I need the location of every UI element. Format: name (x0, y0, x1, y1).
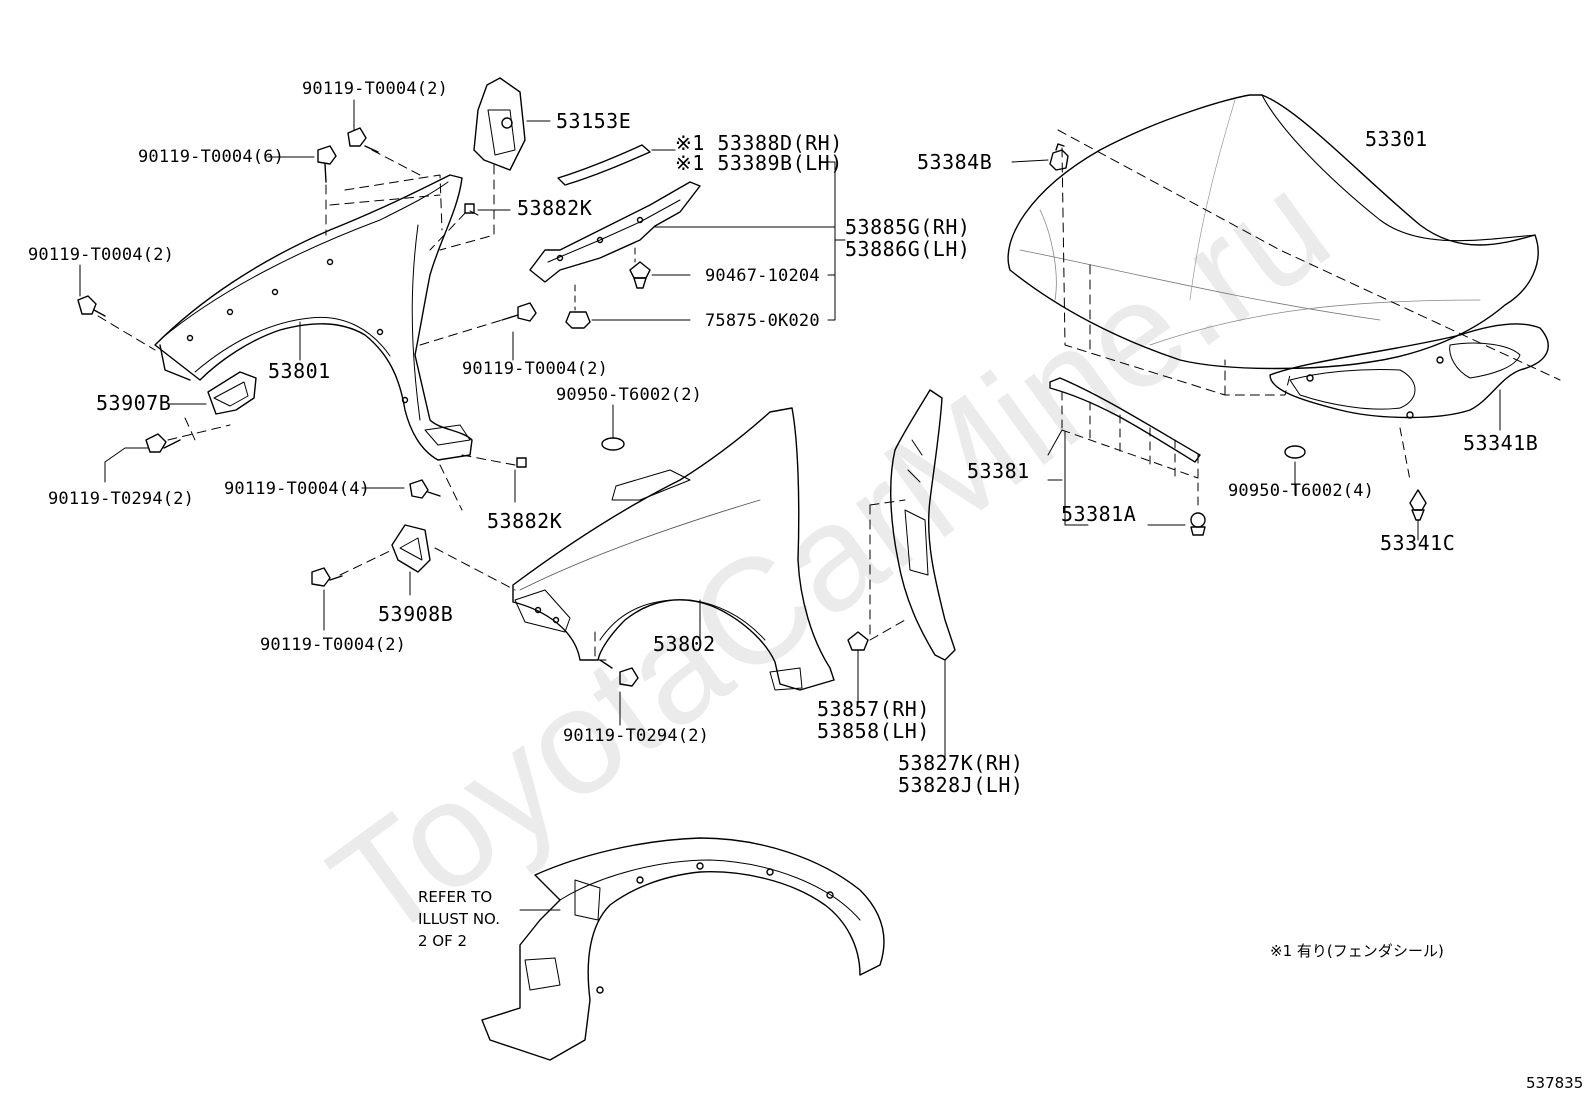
clip-53857[interactable] (847, 631, 869, 651)
part-label[interactable]: 53341C (1380, 531, 1456, 555)
part-label[interactable]: 53381 (967, 459, 1030, 483)
part-label[interactable]: 53153E (556, 109, 632, 133)
clip-square-icon (516, 457, 527, 468)
part-label[interactable]: 90119-T0004(2) (302, 79, 449, 99)
hood-panel[interactable] (1007, 94, 1539, 370)
part-label[interactable]: 53802 (653, 632, 716, 656)
bracket-53908b[interactable] (391, 524, 431, 573)
hood-cushion-53384b[interactable] (1049, 143, 1069, 171)
part-label[interactable]: 53885G(RH) (845, 215, 971, 239)
part-label[interactable]: 90119-T0294(2) (48, 489, 195, 509)
part-label[interactable]: 53907B (96, 391, 172, 415)
part-label[interactable]: 53801 (268, 359, 331, 383)
part-label[interactable]: 53882K (487, 509, 563, 533)
part-label[interactable]: ※1 53389B(LH) (675, 151, 843, 175)
bolt-icon[interactable] (145, 433, 181, 453)
bolt-icon[interactable] (311, 567, 343, 587)
fender-53801[interactable] (154, 174, 473, 461)
bolt-icon[interactable] (317, 145, 337, 183)
clip-75875[interactable] (565, 311, 591, 329)
part-label[interactable]: 53341B (1463, 431, 1539, 455)
clip-square-icon (464, 203, 475, 214)
part-label[interactable]: 75875-0K020 (705, 311, 820, 331)
part-label[interactable]: 90950-T6002(4) (1228, 481, 1375, 501)
bolt-icon[interactable] (347, 127, 379, 153)
refer-note-line: 2 OF 2 (418, 932, 468, 950)
grommet-icon (1284, 445, 1306, 459)
grommet-icon (601, 437, 625, 451)
part-label[interactable]: 90467-10204 (705, 266, 820, 286)
bolt-icon[interactable] (409, 479, 441, 499)
part-label[interactable]: 53886G(LH) (845, 237, 971, 261)
part-label[interactable]: 53908B (378, 602, 454, 626)
part-label[interactable]: 53301 (1365, 127, 1428, 151)
diagram-id: 537835 (1526, 1074, 1584, 1092)
clip-53341c[interactable] (1409, 489, 1427, 521)
seal-53827k[interactable] (890, 389, 956, 661)
part-label[interactable]: 53882K (517, 196, 593, 220)
bolt-icon[interactable] (77, 295, 106, 317)
footnote: ※1 有り(フェンダシール) (1270, 942, 1444, 960)
fender-liner[interactable] (481, 837, 885, 1061)
part-label[interactable]: 90119-T0294(2) (563, 726, 710, 746)
clip-90467[interactable] (629, 261, 651, 289)
part-label[interactable]: 53381A (1061, 502, 1137, 526)
part-label[interactable]: 53858(LH) (817, 719, 930, 743)
part-label[interactable]: 53857(RH) (817, 697, 930, 721)
part-label[interactable]: ※1 53388D(RH) (675, 131, 843, 155)
bolt-icon[interactable] (501, 302, 537, 322)
bracket-53885g[interactable] (529, 181, 701, 283)
part-label[interactable]: 53828J(LH) (898, 773, 1024, 797)
hood-guide-lines (1057, 129, 1561, 396)
part-label[interactable]: 90950-T6002(2) (556, 385, 703, 405)
seal-53388d[interactable] (557, 144, 651, 186)
part-label[interactable]: 90119-T0004(2) (462, 359, 609, 379)
bolt-icon[interactable] (599, 659, 639, 687)
hood-insulator[interactable] (1269, 323, 1549, 419)
part-label[interactable]: 90119-T0004(2) (28, 245, 175, 265)
bracket-53907b[interactable] (207, 371, 257, 415)
refer-note-line: ILLUST NO. (418, 910, 501, 928)
fender-53802[interactable] (512, 407, 835, 691)
bracket-53153e[interactable] (473, 77, 526, 171)
refer-note-line: REFER TO (418, 888, 493, 906)
part-label[interactable]: 90119-T0004(4) (224, 479, 371, 499)
part-label[interactable]: 53827K(RH) (898, 751, 1024, 775)
part-label[interactable]: 90119-T0004(6) (138, 147, 285, 167)
part-label[interactable]: 53384B (917, 150, 993, 174)
part-label[interactable]: 90119-T0004(2) (260, 635, 407, 655)
